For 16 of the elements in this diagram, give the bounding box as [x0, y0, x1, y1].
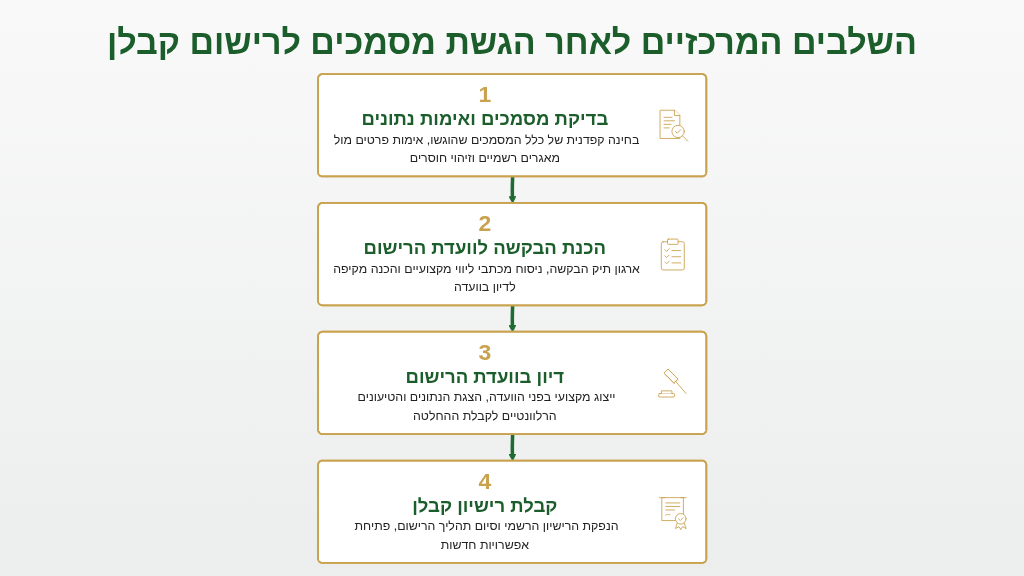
- step-heading: דיון בוועדת הרישום: [405, 365, 564, 387]
- step-heading: קבלת רישיון קבלן: [412, 494, 558, 516]
- step-heading: הכנת הבקשה לוועדת הרישום: [363, 237, 606, 258]
- step-heading: בדיקת מסמכים ואימות נתונים: [361, 108, 609, 129]
- step-number: 4: [478, 469, 491, 494]
- step-number: 1: [478, 82, 491, 108]
- arrow: [508, 305, 517, 333]
- arrow: [508, 176, 517, 204]
- step-number: 2: [478, 211, 491, 237]
- title: השלבים המרכזיים לאחר הגשת מסמכים לרישום קבלן: [107, 22, 917, 63]
- arrow: [508, 434, 517, 462]
- step-description: ייצוג מקצועי בפני הוועדה, הצגת הנתונים והטיעונים הרלוונטיים לקבלת ההחלטה: [356, 389, 616, 423]
- step-description: ארגון תיק הבקשה, ניסוח מכתבי ליווי מקצועיים והכנה מקיפה לדיון בוועדה: [332, 260, 640, 294]
- step-description: בחינה קפדנית של כלל המסמכים שהוגשו, אימות פרטים מול מאגרים רשמיים וזיהוי חוסרים: [332, 132, 640, 165]
- step-description: הנפקת הרישיון הרשמי וסיום תהליך הרישום, פתיחת אפשרויות חדשות: [353, 518, 619, 552]
- step-number: 3: [478, 340, 491, 366]
